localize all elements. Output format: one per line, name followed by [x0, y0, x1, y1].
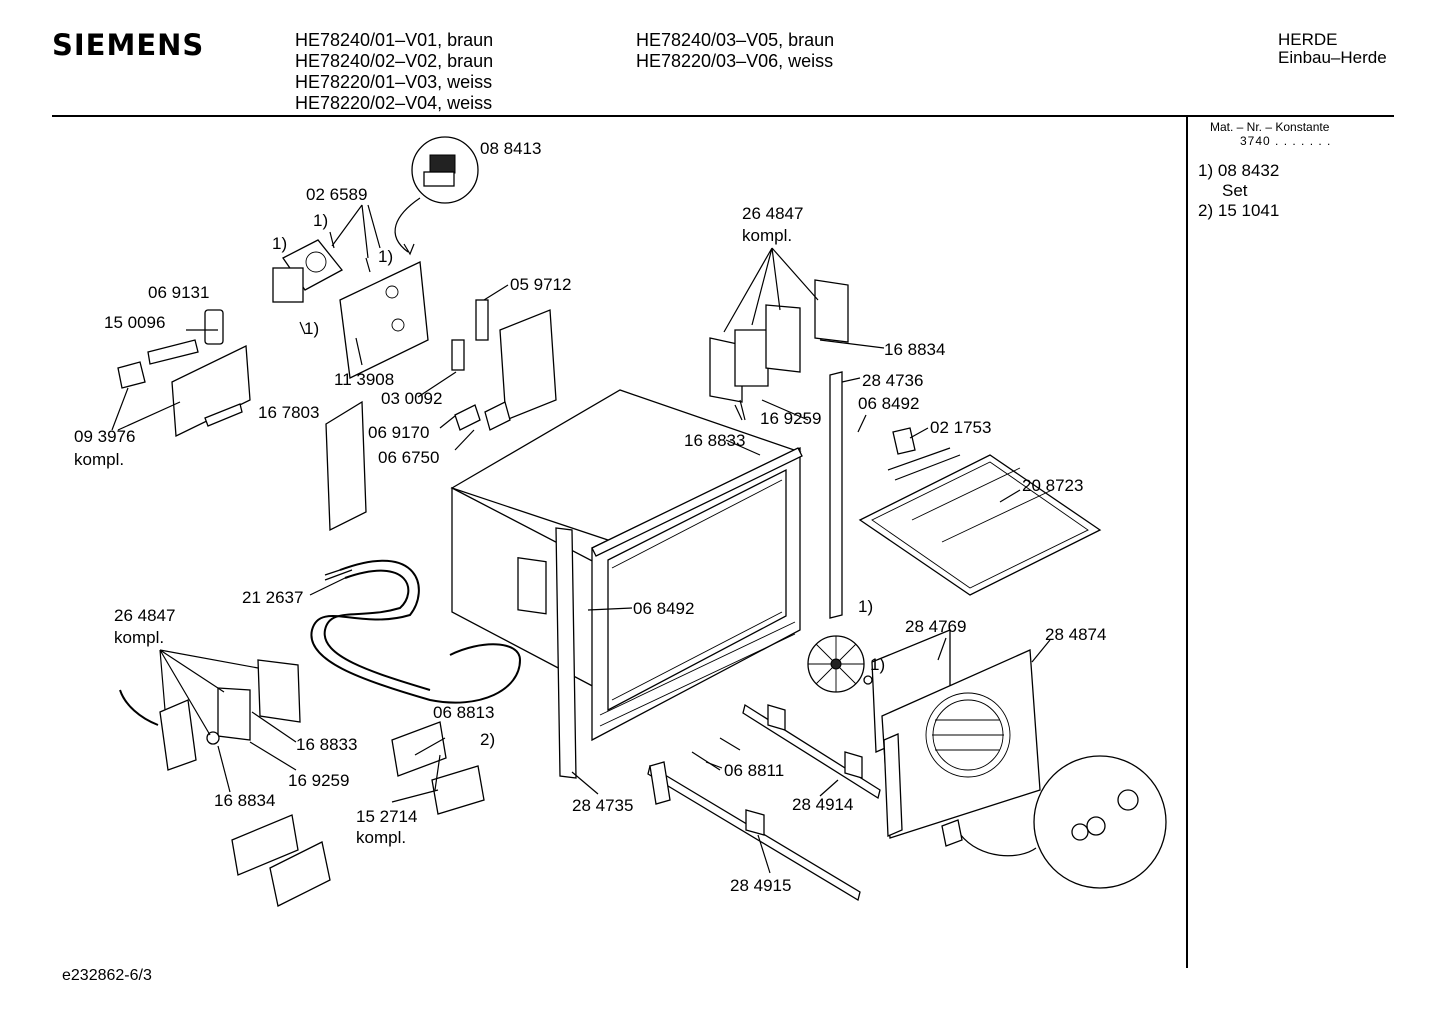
part-label: 16 8833 — [684, 431, 745, 450]
model-item: HE78220/02–V04, weiss — [295, 93, 493, 113]
mat-title: Mat. – Nr. – Konstante — [1210, 120, 1330, 134]
model-item: HE78220/01–V03, weiss — [295, 72, 493, 92]
category: HERDE Einbau–Herde — [1278, 31, 1387, 67]
part-label: 06 8492 — [633, 599, 694, 618]
oven-light — [709, 247, 849, 421]
note-ref: 1) — [304, 319, 319, 338]
leader-lines — [111, 204, 1051, 874]
notes-list: 1) 08 8432 Set 2) 15 1041 — [1198, 161, 1279, 221]
kompl-label: kompl. — [114, 628, 164, 647]
convection-fan — [807, 635, 873, 693]
oven-body — [450, 389, 802, 742]
model-list-1: HE78240/01–V01, braun HE78240/02–V02, br… — [295, 30, 493, 114]
terminal-block — [117, 339, 199, 389]
part-label: 28 4769 — [905, 617, 966, 636]
switch-parts — [451, 299, 557, 431]
door-lock — [231, 721, 485, 907]
part-label: 28 4914 — [792, 795, 853, 814]
part-label: 20 8723 — [1022, 476, 1083, 495]
part-label: 15 0096 — [104, 313, 165, 332]
part-label: 06 8813 — [433, 703, 494, 722]
part-label: 28 4915 — [730, 876, 791, 895]
note-extra: Set — [1222, 181, 1248, 200]
note-item: 2) 15 1041 — [1198, 201, 1279, 221]
mat-value: 3740 . . . . . . . — [1240, 134, 1332, 148]
part-label: 02 6589 — [306, 185, 367, 204]
part-label: 06 9170 — [368, 423, 429, 442]
capacitor — [204, 309, 224, 345]
model-list-2: HE78240/03–V05, braun HE78220/03–V06, we… — [636, 30, 834, 72]
part-label: 16 8834 — [884, 340, 945, 359]
model-item: HE78240/01–V01, braun — [295, 30, 494, 50]
category-title: HERDE — [1278, 30, 1338, 49]
doc-id: e232862-6/3 — [62, 967, 152, 984]
note-key: 2) — [1198, 201, 1214, 220]
part-label: 02 1753 — [930, 418, 991, 437]
note-value: 08 8432 — [1217, 161, 1280, 180]
note-item: 1) 08 8432 — [1198, 161, 1279, 181]
control-panel — [282, 231, 429, 379]
part-label: 28 4735 — [572, 796, 633, 815]
kompl-label: kompl. — [74, 450, 124, 469]
part-labels: 08 8413 02 6589 1) 1) 1) 1) 06 9131 15 0… — [74, 139, 1106, 895]
detail-circle — [941, 755, 1167, 889]
note-ref: 1) — [272, 234, 287, 253]
part-label: 28 4736 — [862, 371, 923, 390]
note-key: 1) — [1198, 161, 1214, 180]
light-set-lower — [119, 649, 301, 771]
note-ref: 1) — [858, 597, 873, 616]
part-label: 26 4847 — [742, 204, 803, 223]
part-label: 06 6750 — [378, 448, 439, 467]
part-label: 16 9259 — [760, 409, 821, 428]
relay — [272, 267, 304, 303]
mount-bracket — [171, 344, 251, 438]
part-label: 16 8833 — [296, 735, 357, 754]
sidebar-divider — [1186, 116, 1188, 968]
door-seal — [591, 447, 803, 557]
thermostat-part — [394, 136, 479, 256]
heating-element — [310, 559, 522, 704]
part-label: 16 9259 — [288, 771, 349, 790]
side-rail-right — [829, 371, 843, 619]
note-ref: 1) — [378, 247, 393, 266]
part-label: 06 9131 — [148, 283, 209, 302]
kompl-label: kompl. — [356, 828, 406, 847]
part-label: 26 4847 — [114, 606, 175, 625]
part-label: 06 8492 — [858, 394, 919, 413]
part-label: 05 9712 — [510, 275, 571, 294]
header-divider — [52, 115, 1394, 117]
brand-logo: SIEMENS — [52, 28, 205, 62]
part-label: 16 8834 — [214, 791, 275, 810]
part-label: 09 3976 — [74, 427, 135, 446]
model-item: HE78240/02–V02, braun — [295, 51, 494, 71]
part-label: 16 7803 — [258, 403, 319, 422]
part-label: 03 0092 — [381, 389, 442, 408]
model-item: HE78220/03–V06, weiss — [636, 51, 834, 71]
side-rail-left — [555, 527, 577, 779]
part-label: 06 8811 — [724, 761, 784, 780]
wire-rack — [858, 427, 1102, 596]
left-bracket — [325, 400, 367, 532]
part-label: 08 8413 — [480, 139, 541, 158]
model-item: HE78240/03–V05, braun — [636, 30, 835, 50]
fan-cover — [871, 629, 1041, 839]
part-label: 28 4874 — [1045, 625, 1106, 644]
category-subtitle: Einbau–Herde — [1278, 48, 1387, 67]
note-ref: 1) — [313, 211, 328, 230]
note-ref: 1) — [870, 655, 885, 674]
kompl-label: kompl. — [742, 226, 792, 245]
note-ref: 2) — [480, 730, 495, 749]
part-label: 11 3908 — [334, 370, 394, 389]
part-label: 21 2637 — [242, 588, 303, 607]
note-value: 15 1041 — [1217, 201, 1280, 220]
part-label: 15 2714 — [356, 807, 417, 826]
guide-rails — [647, 703, 881, 902]
